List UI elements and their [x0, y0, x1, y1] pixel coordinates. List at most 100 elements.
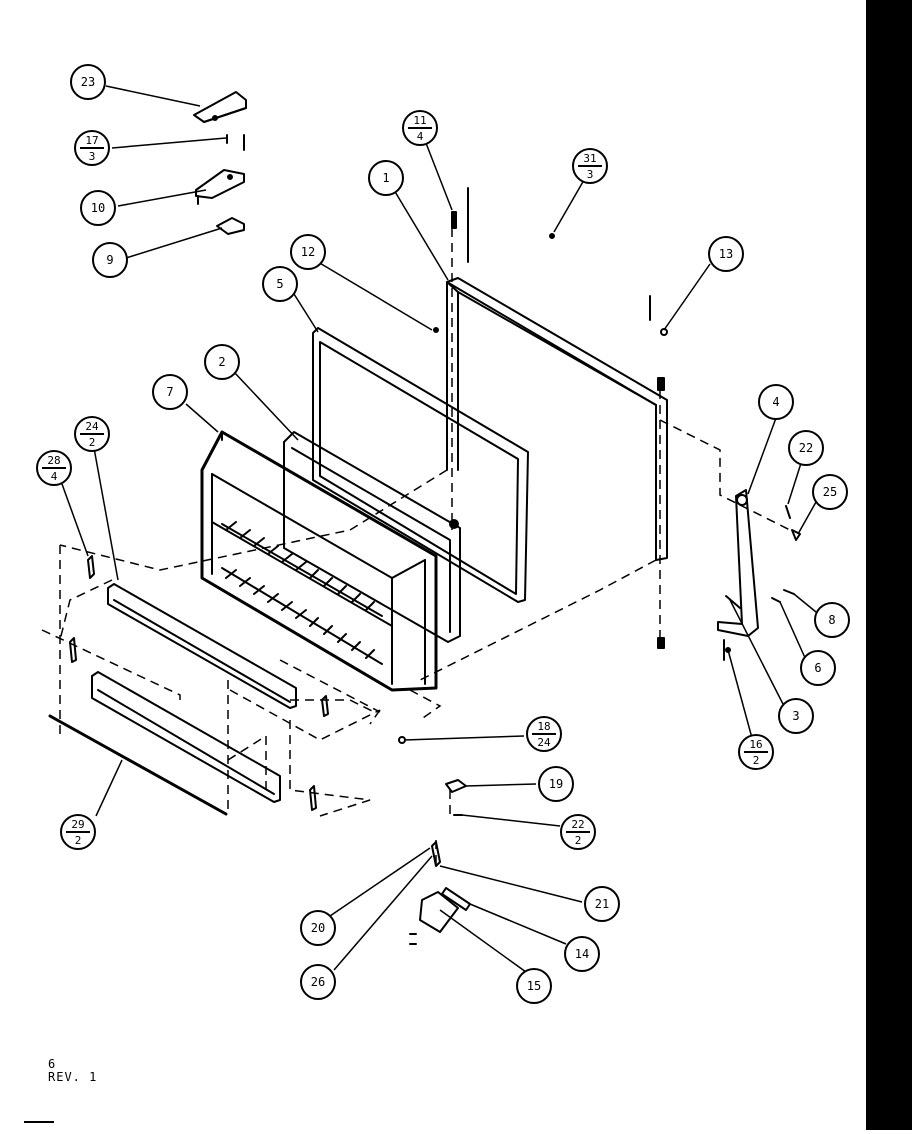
callout-quantity: 2 — [753, 754, 760, 767]
callout-quantity: 2 — [575, 834, 582, 847]
assembly-guide-lines — [41, 228, 791, 870]
callout-circle — [812, 474, 848, 510]
page-note: 6 REV. 1 — [48, 1058, 97, 1084]
callout-label: 11 — [413, 114, 426, 127]
callout-label: 15 — [527, 979, 541, 993]
callout-quantity: 2 — [75, 834, 82, 847]
callout-circle — [80, 190, 116, 226]
callout-quantity: 2 — [89, 436, 96, 449]
callout-quantity: 3 — [587, 168, 594, 181]
callout-label: 3 — [792, 709, 799, 723]
lower-door-shelf — [48, 671, 281, 816]
callout-label: 6 — [814, 661, 821, 675]
callout-25: 25 — [812, 474, 848, 510]
callout-9: 9 — [92, 242, 128, 278]
callout-circle — [538, 766, 574, 802]
callout-label: 14 — [575, 947, 589, 961]
callout-label: 12 — [301, 245, 315, 259]
callout-label: 1 — [382, 171, 389, 185]
callout-circle — [70, 64, 106, 100]
callout-2: 2 — [204, 344, 240, 380]
door-liner-with-shelves — [200, 430, 438, 692]
callout-29-of-2: 292 — [60, 814, 96, 850]
callout-20: 20 — [300, 910, 336, 946]
callout-16-of-2: 162 — [738, 734, 774, 770]
leader-lines — [61, 85, 817, 973]
callout-circle — [564, 936, 600, 972]
door-inner-panel — [283, 431, 461, 643]
callout-label: 23 — [81, 75, 95, 89]
callout-label: 2 — [218, 355, 225, 369]
callout-label: 5 — [276, 277, 283, 291]
lower-hinge-bracket — [717, 489, 801, 661]
callout-label: 20 — [311, 921, 325, 935]
hinge-cover-part — [193, 91, 247, 123]
callout-circle — [584, 886, 620, 922]
upper-door-shelf — [107, 583, 297, 709]
callout-circle — [300, 964, 336, 1000]
callout-circle — [368, 160, 404, 196]
callout-label: 21 — [595, 897, 609, 911]
screws — [398, 187, 731, 744]
callout-10: 10 — [80, 190, 116, 226]
shelf-clips — [69, 555, 329, 811]
door-outer-frame — [446, 277, 668, 561]
callout-5: 5 — [262, 266, 298, 302]
callout-3: 3 — [778, 698, 814, 734]
callout-label: 24 — [85, 420, 99, 433]
callout-circle — [516, 968, 552, 1004]
callout-circle — [204, 344, 240, 380]
callout-label: 17 — [85, 134, 98, 147]
callout-label: 31 — [583, 152, 596, 165]
callout-label: 10 — [91, 201, 105, 215]
callout-11-of-4: 114 — [402, 110, 438, 146]
callout-23: 23 — [70, 64, 106, 100]
callout-6: 6 — [800, 650, 836, 686]
callout-13: 13 — [708, 236, 744, 272]
callout-label: 18 — [537, 720, 550, 733]
callout-circle — [814, 602, 850, 638]
callout-22: 22 — [788, 430, 824, 466]
callout-label: 26 — [311, 975, 325, 989]
callout-circle — [708, 236, 744, 272]
callout-quantity: 4 — [417, 130, 424, 143]
callout-17-of-3: 173 — [74, 130, 110, 166]
callout-label: 13 — [719, 247, 733, 261]
callout-label: 29 — [71, 818, 84, 831]
callout-circle — [152, 374, 188, 410]
page-number: 6 — [48, 1057, 57, 1071]
callout-circle — [290, 234, 326, 270]
callout-14: 14 — [564, 936, 600, 972]
callout-label: 9 — [106, 253, 113, 267]
callout-label: 22 — [799, 441, 813, 455]
callout-label: 28 — [47, 454, 60, 467]
callout-circle — [92, 242, 128, 278]
callout-28-of-4: 284 — [36, 450, 72, 486]
callout-label: 7 — [166, 385, 173, 399]
callout-label: 8 — [828, 613, 835, 627]
callout-22-of-2: 222 — [560, 814, 596, 850]
callout-quantity: 4 — [51, 470, 58, 483]
scan-mark — [24, 1121, 54, 1123]
callout-circle — [758, 384, 794, 420]
revision-label: REV. 1 — [48, 1070, 98, 1084]
callout-19: 19 — [538, 766, 574, 802]
callout-31-of-3: 313 — [572, 148, 608, 184]
callout-26: 26 — [300, 964, 336, 1000]
top-hinge-assembly — [195, 134, 245, 235]
callout-circle — [300, 910, 336, 946]
callout-1: 1 — [368, 160, 404, 196]
callout-label: 22 — [571, 818, 584, 831]
door-gasket-frame — [312, 327, 529, 603]
callout-quantity: 3 — [89, 150, 96, 163]
callout-circle — [788, 430, 824, 466]
callout-12: 12 — [290, 234, 326, 270]
callout-circle — [262, 266, 298, 302]
scan-edge-shadow — [866, 0, 912, 1130]
callout-8: 8 — [814, 602, 850, 638]
callout-4: 4 — [758, 384, 794, 420]
